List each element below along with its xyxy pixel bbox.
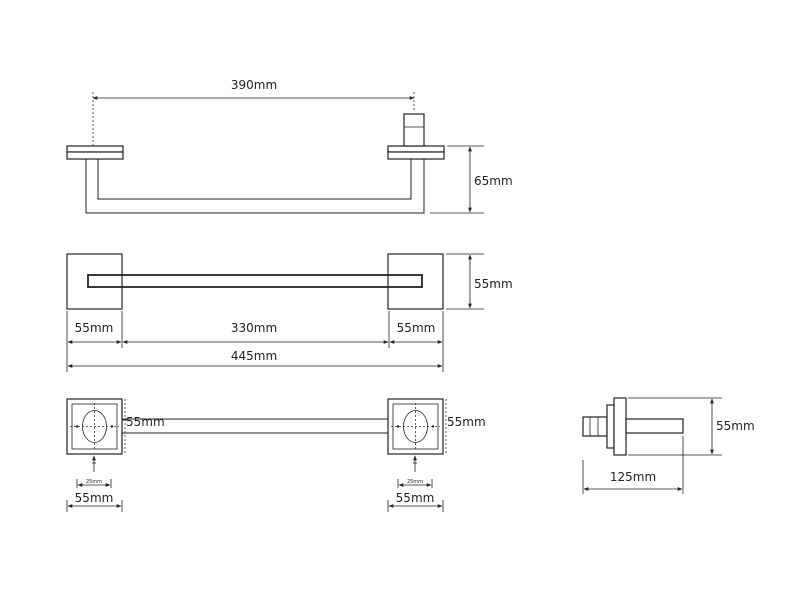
top-view: 390mm 65mm: [66, 78, 513, 214]
label-right-base-height-55mm: 55mm: [447, 415, 486, 429]
bottom-view: 55mm 25mm 55mm 55mm 25mm: [66, 398, 486, 512]
side-view: 55mm 125mm: [582, 397, 755, 494]
label-right-width-55mm: 55mm: [396, 491, 435, 505]
label-390mm: 390mm: [231, 78, 277, 92]
label-right-base-55mm: 55mm: [397, 321, 436, 335]
right-screw-head: [403, 113, 425, 147]
side-bar-arm: [625, 418, 684, 434]
towel-bar-front: [87, 274, 423, 288]
side-plate-inner: [606, 404, 615, 449]
label-125mm: 125mm: [610, 470, 656, 484]
label-445mm: 445mm: [231, 349, 277, 363]
side-screw: [582, 416, 608, 437]
right-wall-plate: [387, 145, 445, 153]
label-right-hole-25mm: 25mm: [407, 479, 423, 485]
label-side-55mm: 55mm: [716, 419, 755, 433]
left-base-front: [66, 253, 123, 310]
towel-bar-profile: [85, 159, 425, 214]
left-wall-plate: [66, 145, 124, 153]
label-left-base-height-55mm: 55mm: [126, 415, 165, 429]
label-left-base-55mm: 55mm: [75, 321, 114, 335]
right-base-bottom: [387, 398, 447, 455]
label-65mm: 65mm: [474, 174, 513, 188]
left-base-bottom: [66, 398, 128, 455]
label-left-hole-25mm: 25mm: [86, 479, 102, 485]
label-330mm: 330mm: [231, 321, 277, 335]
right-base-front: [387, 253, 444, 310]
label-front-55mm: 55mm: [474, 277, 513, 291]
side-plate-outer: [613, 397, 627, 456]
label-left-width-55mm: 55mm: [75, 491, 114, 505]
front-view: 55mm 55mm 330mm 55mm 445mm: [66, 253, 513, 372]
